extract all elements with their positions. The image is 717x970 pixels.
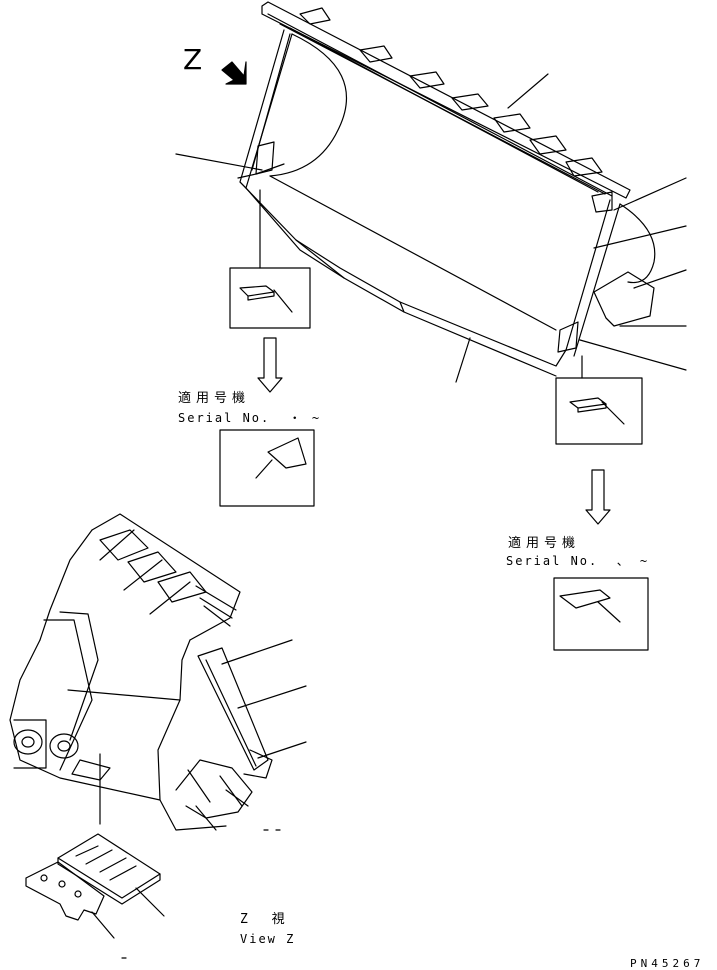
bucket-view-z bbox=[9, 513, 307, 831]
left-applicable-label: 適用号機 bbox=[178, 391, 251, 406]
wear-plate-detail bbox=[25, 833, 165, 959]
right-applicable-label: 適用号機 bbox=[508, 536, 581, 551]
right-serial-label: Serial No. 、 ~ bbox=[506, 554, 650, 568]
view-z-en-label: View Z bbox=[240, 932, 296, 946]
left-detail bbox=[219, 189, 315, 507]
z-view-label: Z bbox=[183, 43, 203, 76]
right-detail bbox=[553, 355, 649, 651]
z-view-arrow bbox=[221, 61, 247, 85]
part-number-label: PN45267 bbox=[630, 957, 705, 970]
bucket-main-view bbox=[175, 1, 687, 383]
left-serial-label: Serial No. ・ ~ bbox=[178, 411, 322, 425]
view-z-jp-label: Z 視 bbox=[240, 912, 293, 927]
